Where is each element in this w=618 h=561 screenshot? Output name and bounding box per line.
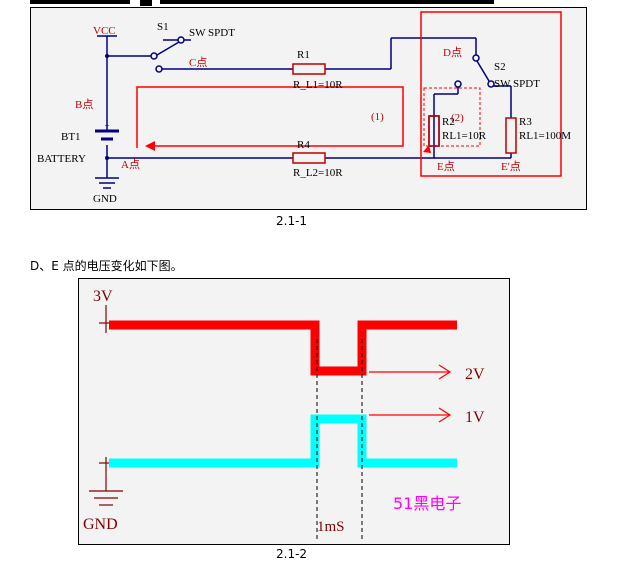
circuit-schematic-figure: + xyxy=(30,7,587,210)
loop-2-path xyxy=(423,87,481,147)
label-r1-value: R_L1=10R xyxy=(293,79,343,91)
label-r1: R1 xyxy=(297,49,310,61)
label-r3-value: RL1=100M xyxy=(519,130,571,142)
figure-2-caption: 2.1-2 xyxy=(276,547,308,561)
label-e-prime-point: E'点 xyxy=(501,160,521,173)
label-loop-1: (1) xyxy=(371,111,384,123)
label-time: 1mS xyxy=(317,519,345,535)
arrow-2v-head xyxy=(438,364,452,380)
battery-symbol: + xyxy=(95,121,119,141)
highlight-box xyxy=(420,11,562,177)
waveform-figure: 3V 2V 1V GND 1mS 51黑电子 xyxy=(78,278,510,545)
switch-s2-symbol xyxy=(454,54,495,88)
label-b-point: B点 xyxy=(75,98,93,111)
label-bt1: BT1 xyxy=(61,131,81,143)
top-border-strip-dark xyxy=(140,0,152,6)
top-border-strip-right xyxy=(160,0,494,4)
resistor-r1 xyxy=(292,63,326,75)
paragraph-text: D、E 点的电压变化如下图。 xyxy=(30,259,183,273)
label-gnd: GND xyxy=(93,193,117,205)
label-r3: R3 xyxy=(519,116,532,128)
switch-s1-symbol xyxy=(150,36,185,73)
loop-1-arrowhead xyxy=(145,141,155,151)
label-r4: R4 xyxy=(297,139,310,151)
trace-d-point xyxy=(109,320,457,376)
resistor-r3 xyxy=(505,117,517,154)
label-s2-type: SW SPDT xyxy=(494,78,540,90)
trace-e-point xyxy=(109,414,457,468)
resistor-r4 xyxy=(292,152,326,164)
label-vcc: VCC xyxy=(93,25,116,37)
label-s2: S2 xyxy=(494,61,506,73)
loop-2-arrowhead xyxy=(423,145,431,153)
circuit-schematic: + xyxy=(37,11,571,205)
label-s1-type: SW SPDT xyxy=(189,27,235,39)
label-r2-value: RL1=10R xyxy=(442,130,487,142)
label-loop-2: (2) xyxy=(451,112,464,124)
label-s1: S1 xyxy=(157,21,169,33)
figure-1-caption: 2.1-1 xyxy=(276,214,308,228)
arrow-1v-head xyxy=(438,407,452,423)
label-c-point: C点 xyxy=(189,56,207,69)
loop-1-path xyxy=(136,86,404,148)
label-a-point: A点 xyxy=(121,158,140,171)
watermark: 51黑电子 xyxy=(393,494,461,513)
label-r4-value: R_L2=10R xyxy=(293,167,343,179)
label-1v: 1V xyxy=(465,409,485,426)
label-r2: R2 xyxy=(442,116,455,128)
label-battery: BATTERY xyxy=(37,153,86,165)
label-d-point: D点 xyxy=(443,46,462,59)
label-e-point: E点 xyxy=(437,160,455,173)
label-2v: 2V xyxy=(465,366,485,383)
svg-text:+: + xyxy=(104,121,109,131)
label-3v: 3V xyxy=(93,288,113,305)
label-gnd: GND xyxy=(83,516,118,533)
waveform-diagram: 3V 2V 1V GND 1mS 51黑电子 xyxy=(83,288,485,541)
top-border-strip xyxy=(30,0,130,4)
